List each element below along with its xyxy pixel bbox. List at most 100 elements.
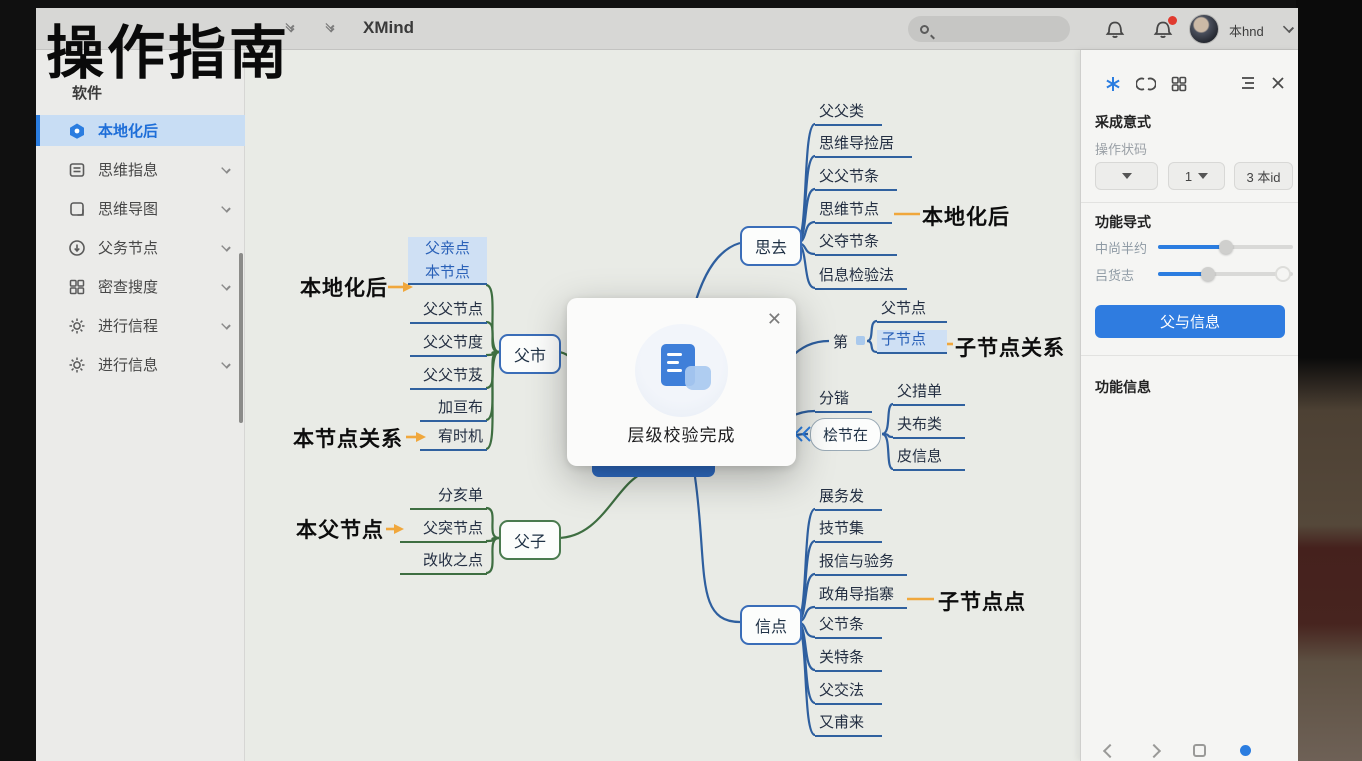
video-caption-title: 操作指南 (46, 21, 291, 86)
chevron-down-icon[interactable] (221, 164, 231, 174)
chevron-down-icon[interactable] (221, 359, 231, 369)
mindmap-node[interactable]: 父突节点 (400, 519, 487, 543)
size-button[interactable]: 3 本id (1234, 162, 1293, 190)
mindmap-node[interactable]: 加亘布 (420, 398, 487, 422)
back-chevron-icon[interactable] (1102, 743, 1118, 758)
database-icon (685, 366, 711, 390)
sidebar-item-notes[interactable]: 思维指息 (36, 154, 245, 185)
chevron-down-icon[interactable] (221, 320, 231, 330)
slider-label: 中尚半约 (1095, 241, 1148, 256)
sync-icon[interactable] (1136, 75, 1156, 93)
mindmap-node[interactable]: 技节集 (815, 519, 882, 543)
mindmap-branch-node[interactable]: 信点 (740, 605, 803, 645)
mindmap-node[interactable]: 改收之点 (400, 551, 487, 575)
mindmap-branch-node[interactable]: 父子 (499, 520, 562, 560)
mindmap-node[interactable]: 思维节点 (815, 200, 892, 224)
mindmap-node[interactable]: 父父类 (815, 102, 882, 126)
primary-action-button[interactable]: 父与信息 (1095, 305, 1285, 338)
chevron-down-icon[interactable] (221, 242, 231, 252)
mindmap-node[interactable]: 关特条 (815, 648, 882, 672)
mindmap-node[interactable]: 宥时机 (420, 427, 487, 451)
mindmap-node[interactable]: 展务发 (815, 487, 882, 511)
sidebar-item-process[interactable]: 进行信程 (36, 310, 245, 341)
expand-all-icon[interactable] (325, 20, 335, 33)
mindmap-branch-node[interactable]: 思去 (740, 226, 803, 266)
sidebar-item-home[interactable]: 本地化后 (36, 115, 245, 146)
slider-handle[interactable] (1219, 240, 1233, 254)
sync-status-icon[interactable] (1240, 745, 1251, 756)
mindmap-branch-node[interactable]: 父市 (499, 334, 562, 374)
caret-down-icon (1121, 173, 1132, 179)
mindmap-node[interactable]: 侣息检验法 (815, 266, 907, 290)
annotation-label: 子节点点 (938, 591, 1026, 614)
search-input[interactable] (908, 16, 1070, 42)
mindmap-node[interactable]: 父措单 (893, 382, 965, 406)
mindmap-node[interactable]: 父父节度 (410, 333, 487, 357)
outline-list-icon[interactable] (1238, 75, 1256, 91)
mindmap-node[interactable]: 第 (833, 334, 849, 351)
mindmap-node[interactable]: 皮信息 (893, 447, 965, 471)
chevron-down-icon[interactable] (221, 281, 231, 291)
sidebar-item-info[interactable]: 进行信息 (36, 349, 245, 380)
mindmap-node[interactable]: 夬布类 (893, 415, 965, 439)
mindmap-node[interactable]: 报信与验务 (815, 552, 907, 576)
sidebar-item-label: 思维导图 (98, 201, 159, 218)
mindmap-node[interactable]: 又甫来 (815, 713, 882, 737)
sidebar-scrollbar[interactable] (239, 253, 243, 423)
mindmap-node[interactable]: 父父节条 (815, 167, 897, 191)
xmind-app-window: XMind 本hnd 软件 本地化后 (36, 8, 1298, 761)
mindmap-node[interactable]: 父交法 (815, 681, 882, 705)
mindmap-node-highlighted[interactable]: 子节点 (877, 330, 947, 354)
width-dropdown[interactable]: 1 (1168, 162, 1225, 190)
mindmap-node[interactable]: 思维导捡居 (815, 134, 912, 158)
notification-bell-alert-icon[interactable] (1152, 18, 1174, 40)
close-panel-icon[interactable] (1270, 75, 1286, 91)
mindmap-node[interactable]: 父父节点 (410, 300, 487, 324)
download-circle-icon (69, 239, 85, 256)
mindmap-node[interactable]: 父节条 (815, 615, 882, 639)
chevron-down-icon[interactable] (221, 203, 231, 213)
dialog-illustration (635, 324, 728, 417)
avatar[interactable] (1189, 14, 1219, 44)
forward-chevron-icon[interactable] (1146, 743, 1162, 758)
panel-section-title: 功能信息 (1095, 379, 1151, 395)
slider-track[interactable] (1158, 266, 1293, 282)
file-icon[interactable] (1193, 744, 1206, 757)
mindmap-node[interactable]: 父节点 (877, 299, 947, 323)
format-panel: 采成意式 操作状码 1 3 本id 功能导式 中尚半约 吕货志 (1080, 50, 1298, 761)
dropdown-value: 1 (1184, 168, 1193, 184)
slider-handle[interactable] (1201, 267, 1215, 281)
mindmap-node[interactable]: 分锴 (815, 389, 872, 413)
annotation-label: 本节点关系 (293, 428, 403, 451)
gear-icon (69, 318, 85, 333)
panel-section-title: 采成意式 (1095, 114, 1151, 130)
sidebar-item-gallery[interactable]: 密查搜度 (36, 271, 245, 302)
annotation-label: 本地化后 (300, 277, 388, 300)
annotation-label: 本父节点 (296, 519, 384, 542)
sidebar-item-label: 父务节点 (98, 240, 159, 257)
sidebar-item-label: 密查搜度 (98, 279, 159, 296)
account-label[interactable]: 本hnd (1229, 24, 1264, 39)
slider-track[interactable] (1158, 240, 1293, 254)
mindmap-node[interactable]: 父父节芨 (410, 366, 487, 390)
mindmap-node[interactable]: 政角导指寨 (815, 585, 907, 609)
grid-icon (69, 279, 85, 294)
mindmap-node[interactable]: 分亥单 (410, 486, 487, 510)
notification-bell-icon[interactable] (1104, 18, 1126, 40)
mindmap-canvas: 父亲点 本节点 父父节点 父父节度 父父节芨 加亘布 宥时机 父市 分亥单 父突… (36, 8, 1298, 761)
validation-complete-dialog: ✕ 层级校验完成 (567, 298, 796, 466)
sidebar-item-label: 进行信息 (98, 357, 159, 374)
style-dropdown[interactable] (1095, 162, 1158, 190)
layout-grid-icon[interactable] (1170, 75, 1188, 93)
app-title: XMind (363, 18, 414, 37)
mindmap-branch-node[interactable]: 桧节在 (810, 418, 882, 451)
sidebar-item-mindmap[interactable]: 思维导图 (36, 193, 245, 224)
gear-icon (69, 357, 85, 372)
node-line2: 本节点 (424, 264, 470, 281)
account-chevron-down-icon[interactable] (1282, 21, 1295, 34)
style-settings-icon[interactable] (1104, 75, 1122, 93)
dialog-close-icon[interactable]: ✕ (766, 309, 782, 329)
sidebar-item-nodes[interactable]: 父务节点 (36, 232, 245, 263)
mindmap-node-selected[interactable]: 父亲点 本节点 (408, 237, 487, 285)
mindmap-node[interactable]: 父夺节条 (815, 232, 897, 256)
